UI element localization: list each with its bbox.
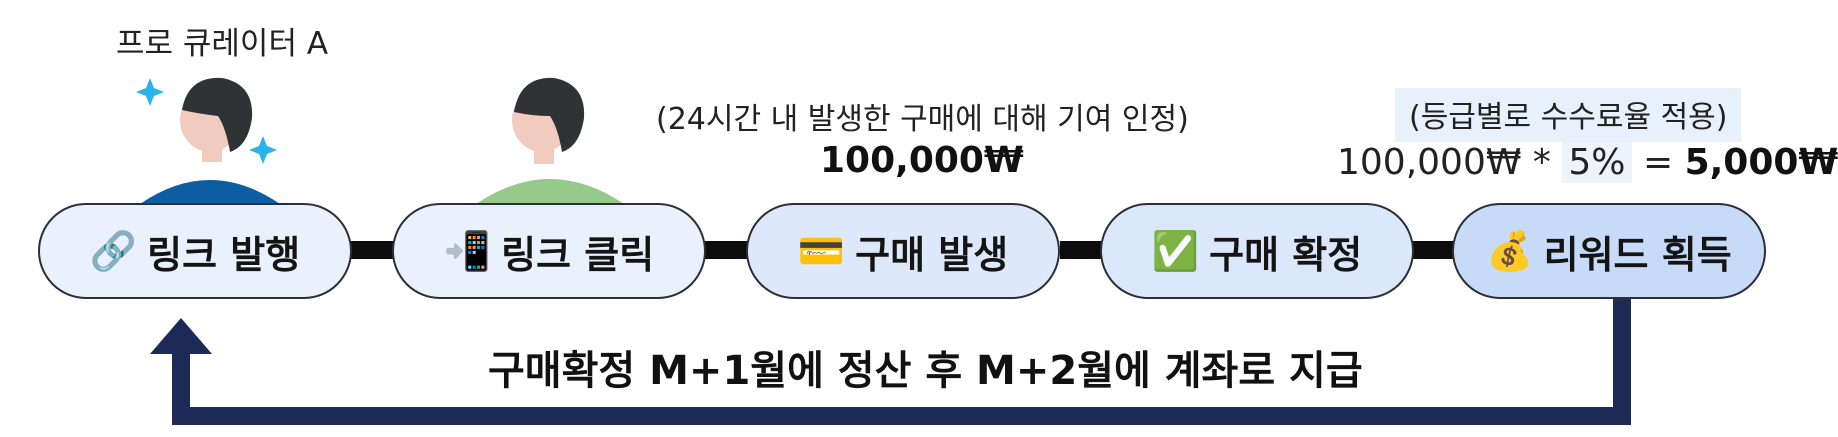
money-bag-icon: 💰: [1486, 228, 1534, 273]
step-label: 리워드 획득: [1543, 232, 1732, 277]
check-mark-icon: ✅: [1151, 228, 1200, 273]
connector-line: [350, 241, 394, 259]
customer-avatar-icon: [476, 77, 624, 204]
sparkle-icon: [136, 78, 164, 106]
connector-line: [1412, 241, 1456, 259]
step-label: 링크 발행: [147, 232, 301, 277]
connector-line: [1060, 241, 1104, 259]
customer-shirt: [476, 179, 624, 204]
curator-label: 프로 큐레이터 A: [116, 26, 329, 62]
formula-equals: =: [1642, 142, 1674, 183]
credit-card-icon: 💳: [797, 228, 846, 273]
return-arrow-line: [172, 299, 1631, 425]
customer-hair: [514, 77, 585, 152]
step-purchase-confirm: ✅ 구매 확정: [1100, 203, 1414, 299]
step-link-click: 📲 링크 클릭: [392, 203, 706, 299]
reward-formula: 100,000₩ * 5% = 5,000₩: [1337, 142, 1838, 183]
link-icon: 🔗: [89, 228, 138, 273]
return-arrow-head: [150, 318, 212, 354]
mobile-phone-icon: 📲: [443, 228, 492, 273]
step-reward: 💰 리워드 획득: [1452, 203, 1766, 299]
formula-base: 100,000₩ *: [1337, 142, 1551, 183]
commission-note: (등급별로 수수료율 적용): [1395, 88, 1742, 142]
step-label: 구매 발생: [855, 232, 1009, 277]
settlement-text: 구매확정 M+1월에 정산 후 M+2월에 계좌로 지급: [488, 348, 1363, 394]
attribution-note: (24시간 내 발생한 구매에 대해 기여 인정): [656, 102, 1189, 137]
purchase-amount: 100,000₩: [820, 140, 1024, 181]
step-purchase: 💳 구매 발생: [746, 203, 1060, 299]
formula-rate: 5%: [1562, 142, 1632, 183]
step-label: 링크 클릭: [501, 232, 655, 277]
connector-line: [705, 241, 749, 259]
curator-shirt: [140, 180, 280, 204]
sparkle-icon: [249, 136, 277, 164]
formula-result: 5,000₩: [1684, 142, 1838, 183]
step-link-publish: 🔗 링크 발행: [38, 203, 352, 299]
step-label: 구매 확정: [1209, 232, 1363, 277]
curator-avatar-icon: [136, 77, 280, 204]
curator-hair: [182, 77, 253, 152]
